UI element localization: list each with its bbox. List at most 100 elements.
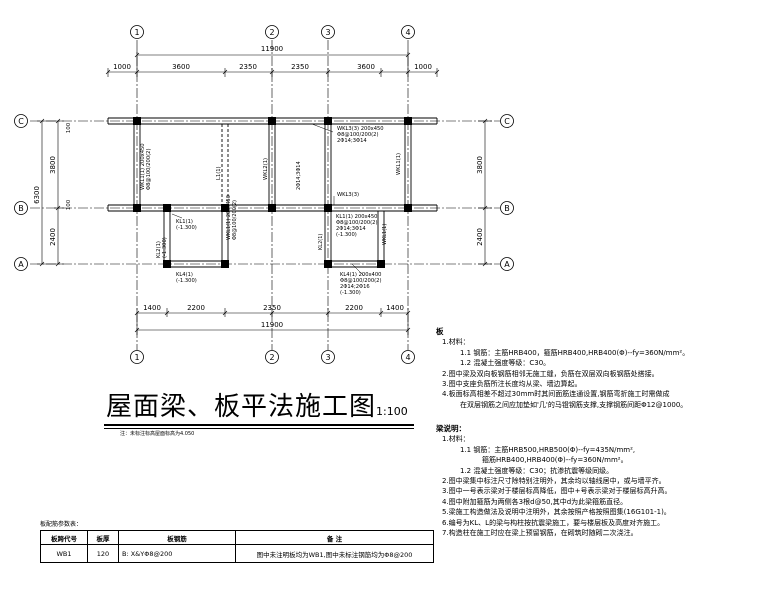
dim-top-seg-3: 2350 [239,63,257,71]
beam-label: WKL3(3) 200x450 [337,126,384,132]
axis-bubble-2-bottom: 2 [265,350,279,364]
slab-notes-heading: 板 [436,327,444,336]
dim-left-total: 6300 [33,186,41,204]
table-row: WB1 120 B: X&YΦ8@200 图中未注明板均为WB1,图中未标注钢筋… [40,544,434,563]
note-line: 1.材料： [442,338,470,347]
columns [133,117,412,268]
axis-bubble-4-top: 4 [401,25,415,39]
dim-left-seg-1: 3800 [49,156,57,174]
note-line: 2.图中梁集中标注尺寸除特别注明外，其余均以轴线居中，或与墙平齐。 [442,476,666,485]
note-line: 2.图中梁及双向板钢筋相邻无施工缝，负筋在双层双向板钢筋处搭接。 [442,369,659,378]
left-dimensions [37,118,64,267]
dim-left-offset-top: 100 [66,122,72,133]
beam-label: (-1.300) [340,290,361,296]
beam-label: Φ8@100/200(2) [146,149,152,190]
beam-notes: 梁说明： 1.材料： 1.1 钢筋：主筋HRB500,HRB500(Φ)--fy… [436,424,672,538]
beam-label: (-1.300) [336,232,357,238]
right-dimensions [478,118,492,267]
table-cell: 图中未注明板均为WB1,图中未标注钢筋均为Φ8@200 [235,544,434,563]
beam-label: WKL3(3) [337,192,359,198]
svg-text:1: 1 [134,353,139,362]
title-underline-thin [104,428,414,429]
axis-bubble-4-bottom: 4 [401,350,415,364]
beam-label: (-1.300) [162,237,168,258]
note-line: 1.2 混凝土强度等级：C30。 [460,359,551,368]
slab-table-header: 板跨代号 板厚 板钢筋 备 注 [40,530,434,545]
bay-label: WKL1(1) [382,224,388,245]
drawing-title: 屋面梁、板平法施工图 [106,392,377,422]
beam-label: (-1.300) [176,225,197,231]
axis-bubble-2-top: 2 [265,25,279,39]
svg-text:A: A [504,260,510,269]
beam-label: 2Φ14;3Φ14 [337,138,367,144]
beam-label: 2Φ14;2Φ16 [340,284,370,290]
note-line: 4.图中附加箍筋为两侧各3根d@50,其中d为此梁箍筋直径。 [442,497,628,506]
svg-text:4: 4 [405,28,410,37]
note-line: 6.编号为KL、L的梁与构柱按抗震梁施工，要与楼层板及高度对齐施工。 [442,518,665,527]
dim-bottom-seg-2: 2200 [187,304,205,312]
axis-bubble-1-bottom: 1 [130,350,144,364]
svg-text:3: 3 [325,28,330,37]
slab-table: 板跨代号 板厚 板钢筋 备 注 WB1 120 B: X&YΦ8@200 图中未… [40,530,434,563]
slab-table-caption: 板配筋参数表： [40,521,83,528]
beams [107,117,438,268]
note-line: 在双层钢筋之间应加垫如'几'的马镫钢筋支撑,支撑钢筋间距Φ12@1000。 [460,400,688,409]
beam-label: Φ8@100/200(2) [337,132,378,138]
beam-label: WKL2(1) [263,158,269,180]
dim-left-offset-mid: 100 [66,199,72,210]
beam-notes-heading: 梁说明： [436,424,466,433]
beam-label: L1(1) [216,166,222,180]
header-cell: 板钢筋 [118,530,236,545]
table-cell: WB1 [40,544,88,563]
beam-label: Φ8@100/200(2) [340,278,381,284]
header-cell: 板跨代号 [40,530,88,545]
note-line: 5.梁施工构造做法及说明中注明外，其余按照产格按照图集(16G101-1)。 [442,508,671,517]
svg-text:1: 1 [134,28,139,37]
note-line: 3.图中一号表示梁对于楼层标高降低，图中+号表示梁对于楼层标高升高。 [442,487,672,496]
axis-bubble-B-right: B [500,201,514,215]
beam-annotations: WKL3(3) 200x450 Φ8@100/200(2) 2Φ14;3Φ14 … [140,126,402,296]
beam-label: KL1(1) 200x450 [336,214,377,220]
slab-notes: 板 1.材料： 1.1 钢筋：主筋HRB400，箍筋HRB400,HRB400(… [436,327,689,410]
axis-bubble-3-top: 3 [321,25,335,39]
bay-label: KL2(1) [318,234,324,250]
header-cell: 备 注 [235,530,434,545]
note-line: 箍筋HRB400,HRB400(Φ)--fy=360N/mm²。 [482,456,628,465]
svg-text:C: C [504,117,510,126]
axis-grid [30,40,500,350]
bay-labels: WKL1(1) 200x450 Φ8@100/200(2) KL2(1) WKL… [226,161,388,250]
note-line: 4.板面标高相差不超过30mm时其间面筋连通设置,钢筋弯折施工时需做成 [442,390,670,399]
dim-bottom-seg-1: 1400 [143,304,161,312]
leaders [171,123,365,277]
beam-label: WKL1(1) 200x450 [140,143,146,190]
svg-text:B: B [18,204,24,213]
svg-text:B: B [504,204,510,213]
drawing-scale: 1:100 [376,405,408,418]
dim-bottom-seg-5: 1400 [386,304,404,312]
table-cell: 120 [87,544,119,563]
note-line: 1.1 钢筋：主筋HRB400，箍筋HRB400,HRB400(Φ)--fy=3… [460,348,690,357]
dim-bottom-seg-4: 2200 [345,304,363,312]
axis-bubble-C-right: C [500,114,514,128]
table-cell: B: X&YΦ8@200 [118,544,236,563]
axis-bubble-1-top: 1 [130,25,144,39]
bay-label: WKL1(1) 200x450 [226,195,232,240]
svg-text:4: 4 [405,353,410,362]
beam-label: WKL1(1) [396,153,402,175]
dim-top-seg-2: 3600 [172,63,190,71]
dim-right-seg-1: 3800 [476,156,484,174]
top-dimensions [105,50,440,77]
axis-bubble-A-right: A [500,257,514,271]
note-line: 1.1 钢筋：主筋HRB500,HRB500(Φ)--fy=435N/mm², [460,445,636,454]
svg-text:A: A [18,260,24,269]
axis-bubble-C-left: C [14,114,28,128]
dim-top-seg-5: 3600 [357,63,375,71]
note-line: 7.构造柱在施工时应在梁上预留钢筋，在砌筑时随砌二次浇注。 [442,528,638,537]
dim-bottom-seg-3: 2350 [263,304,281,312]
beam-label: KL1(1) [176,219,193,225]
axis-bubble-A-left: A [14,257,28,271]
dim-right-seg-2: 2400 [476,228,484,246]
bottom-dimensions [134,308,411,335]
dim-left-seg-2: 2400 [49,228,57,246]
